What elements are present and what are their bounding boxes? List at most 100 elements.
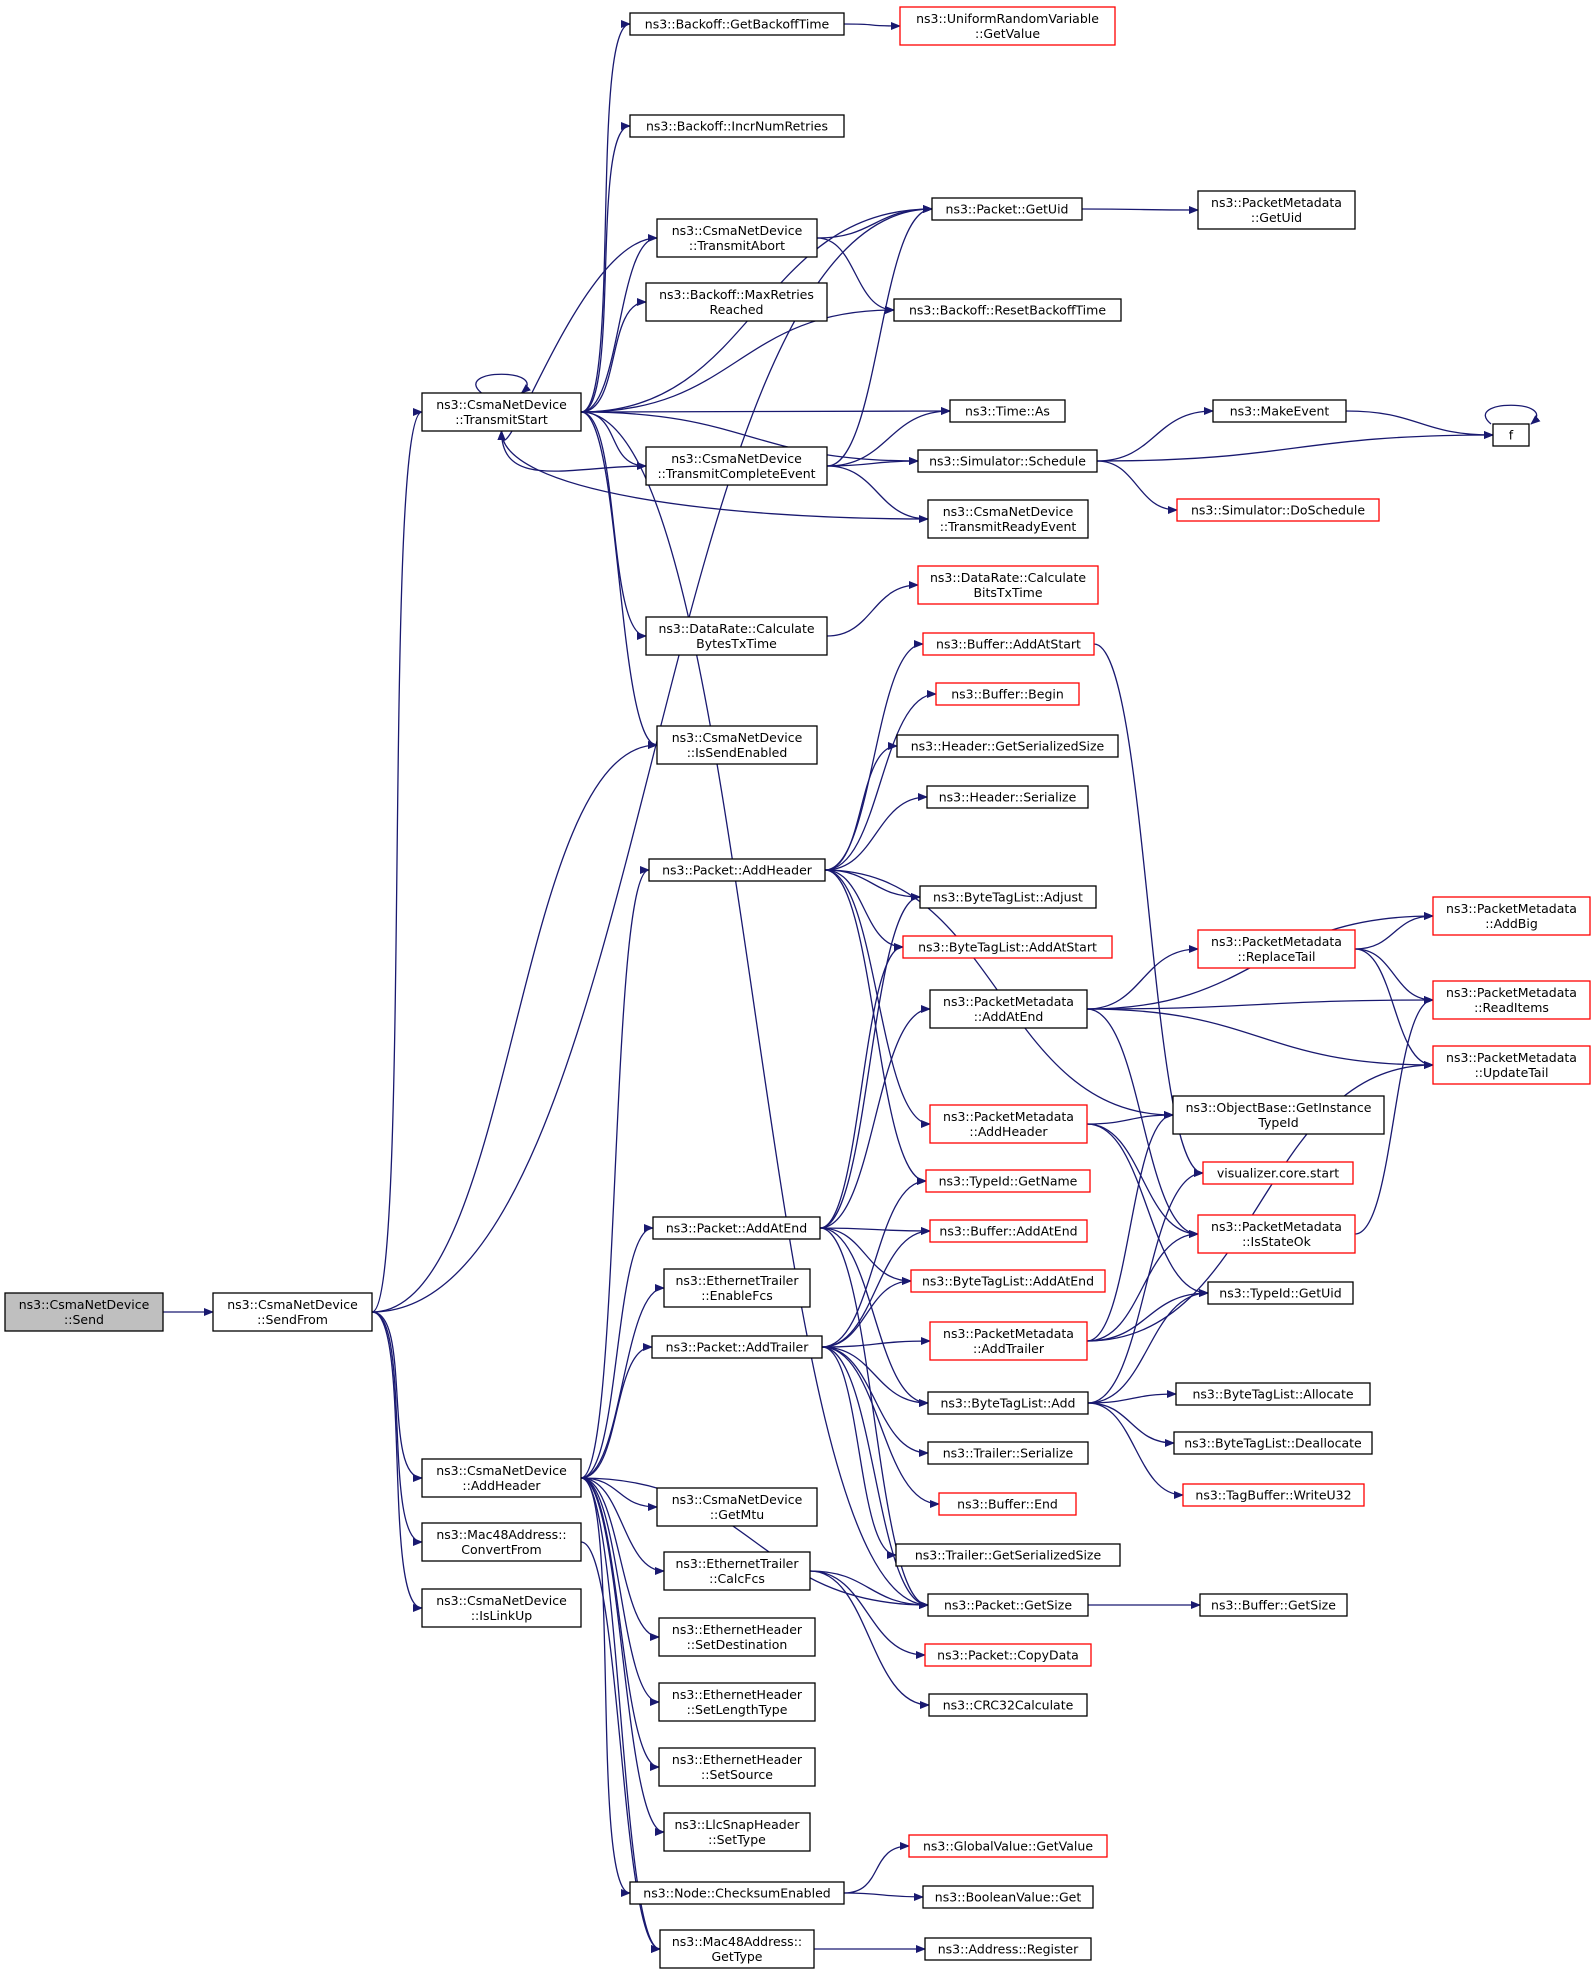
graph-node-bytetag_deallocate[interactable]: ns3::ByteTagList::Deallocate: [1173, 1431, 1373, 1455]
node-label: ns3::EthernetTrailer: [675, 1273, 799, 1288]
node-box: [929, 1104, 1088, 1144]
node-label: ns3::Packet::AddTrailer: [666, 1340, 810, 1355]
edge-metadata_replacetail-to-metadata_addbig: [1354, 912, 1434, 950]
edge-csma_addheader-to-packet_addheader: [580, 866, 650, 1479]
graph-node-metadata_isstateok[interactable]: ns3::PacketMetadata::IsStateOk: [1197, 1214, 1356, 1254]
graph-node-setsource[interactable]: ns3::EthernetHeader::SetSource: [658, 1747, 816, 1787]
graph-node-packet_copydata[interactable]: ns3::Packet::CopyData: [924, 1643, 1092, 1667]
graph-node-metadata_addatend[interactable]: ns3::PacketMetadata::AddAtEnd: [929, 989, 1088, 1029]
graph-node-mac48_convertfrom[interactable]: ns3::Mac48Address::ConvertFrom: [421, 1522, 582, 1562]
edge-metadata_addatend-to-metadata_isstateok: [1086, 1008, 1199, 1238]
node-box: [1212, 399, 1347, 423]
node-label: ns3::CsmaNetDevice: [227, 1297, 358, 1312]
graph-node-buffer_begin[interactable]: ns3::Buffer::Begin: [935, 682, 1080, 706]
graph-node-transmitabort[interactable]: ns3::CsmaNetDevice::TransmitAbort: [656, 218, 818, 258]
graph-node-buffer_end[interactable]: ns3::Buffer::End: [938, 1492, 1077, 1516]
graph-node-bytetag_adjust[interactable]: ns3::ByteTagList::Adjust: [919, 885, 1097, 909]
graph-node-typeid_getuid[interactable]: ns3::TypeId::GetUid: [1207, 1281, 1354, 1305]
graph-node-setlengthtype[interactable]: ns3::EthernetHeader::SetLengthType: [658, 1682, 816, 1722]
graph-node-trailer_getserializedsize[interactable]: ns3::Trailer::GetSerializedSize: [895, 1543, 1121, 1567]
node-label: ns3::CsmaNetDevice: [436, 1463, 567, 1478]
node-label: TypeId: [1257, 1115, 1298, 1130]
node-box: [927, 499, 1089, 539]
graph-node-llcsettype[interactable]: ns3::LlcSnapHeader::SetType: [663, 1812, 811, 1852]
graph-node-packet_addheader[interactable]: ns3::Packet::AddHeader: [648, 858, 826, 882]
edge-metadata_addatend-to-metadata_updatetail: [1086, 1008, 1434, 1069]
node-label: ns3::Simulator::DoSchedule: [1191, 503, 1365, 518]
node-box: [629, 12, 845, 36]
graph-node-checksumenabled[interactable]: ns3::Node::ChecksumEnabled: [629, 1881, 845, 1905]
node-label: ::GetValue: [975, 26, 1040, 41]
graph-node-transmitstart[interactable]: ns3::CsmaNetDevice::TransmitStart: [421, 392, 582, 432]
edge-transmitstart-to-maxretries: [580, 298, 647, 413]
graph-node-f[interactable]: f: [1492, 423, 1530, 447]
graph-node-buffer_addatend[interactable]: ns3::Buffer::AddAtEnd: [929, 1219, 1088, 1243]
graph-node-metadata_updatetail[interactable]: ns3::PacketMetadata::UpdateTail: [1432, 1045, 1591, 1085]
graph-node-globalvalue_getvalue[interactable]: ns3::GlobalValue::GetValue: [908, 1834, 1108, 1858]
graph-node-schedule[interactable]: ns3::Simulator::Schedule: [917, 449, 1098, 473]
graph-node-enablefcs[interactable]: ns3::EthernetTrailer::EnableFcs: [663, 1268, 811, 1308]
graph-node-bytetag_add[interactable]: ns3::ByteTagList::Add: [927, 1391, 1089, 1415]
graph-node-csma_addheader[interactable]: ns3::CsmaNetDevice::AddHeader: [421, 1458, 582, 1498]
graph-node-packet_addtrailer[interactable]: ns3::Packet::AddTrailer: [651, 1335, 823, 1359]
graph-node-calcfcs[interactable]: ns3::EthernetTrailer::CalcFcs: [663, 1551, 811, 1591]
graph-node-metadata_addheader[interactable]: ns3::PacketMetadata::AddHeader: [929, 1104, 1088, 1144]
node-label: ns3::DataRate::Calculate: [930, 570, 1086, 585]
graph-node-resetbackofftime[interactable]: ns3::Backoff::ResetBackoffTime: [893, 298, 1122, 322]
graph-node-metadata_readitems[interactable]: ns3::PacketMetadata::ReadItems: [1432, 980, 1591, 1020]
graph-node-buffer_getsize[interactable]: ns3::Buffer::GetSize: [1199, 1593, 1348, 1617]
graph-node-metadata_addbig[interactable]: ns3::PacketMetadata::AddBig: [1432, 896, 1591, 936]
node-box: [908, 1834, 1108, 1858]
node-box: [648, 858, 826, 882]
graph-node-sendfrom[interactable]: ns3::CsmaNetDevice::SendFrom: [212, 1292, 373, 1332]
graph-node-tagbuffer_writeu32[interactable]: ns3::TagBuffer::WriteU32: [1182, 1483, 1365, 1507]
edge-layer: [163, 20, 1541, 1953]
graph-node-mac48_gettype[interactable]: ns3::Mac48Address::GetType: [659, 1929, 815, 1969]
graph-node-uniform_getvalue[interactable]: ns3::UniformRandomVariable::GetValue: [899, 6, 1116, 46]
graph-node-makeevent[interactable]: ns3::MakeEvent: [1212, 399, 1347, 423]
graph-node-booleanvalue_get[interactable]: ns3::BooleanValue::Get: [922, 1885, 1094, 1909]
graph-node-typeid_getname[interactable]: ns3::TypeId::GetName: [925, 1169, 1091, 1193]
graph-node-transmitcomplete[interactable]: ns3::CsmaNetDevice::TransmitCompleteEven…: [645, 446, 828, 486]
graph-node-crc32[interactable]: ns3::CRC32Calculate: [928, 1693, 1088, 1717]
graph-node-issendenabled[interactable]: ns3::CsmaNetDevice::IsSendEnabled: [656, 725, 818, 765]
node-label: ns3::TypeId::GetUid: [1219, 1286, 1341, 1301]
graph-node-trailer_serialize[interactable]: ns3::Trailer::Serialize: [927, 1441, 1089, 1465]
graph-node-time_as[interactable]: ns3::Time::As: [949, 399, 1066, 423]
node-label: ns3::CsmaNetDevice: [671, 451, 802, 466]
graph-node-visualizer_start[interactable]: visualizer.core.start: [1202, 1161, 1354, 1185]
graph-node-metadata_addtrailer[interactable]: ns3::PacketMetadata::AddTrailer: [929, 1321, 1088, 1361]
graph-node-getbackofftime[interactable]: ns3::Backoff::GetBackoffTime: [629, 12, 845, 36]
edge-transmitcomplete-to-schedule: [826, 457, 919, 467]
graph-node-bytetag_addatend[interactable]: ns3::ByteTagList::AddAtEnd: [910, 1269, 1106, 1293]
node-label: ::TransmitCompleteEvent: [657, 466, 815, 481]
node-label: ns3::ObjectBase::GetInstance: [1186, 1100, 1372, 1115]
graph-node-transmitready[interactable]: ns3::CsmaNetDevice::TransmitReadyEvent: [927, 499, 1089, 539]
edge-csma_addheader-to-packet_addtrailer: [580, 1343, 653, 1479]
graph-node-bytetag_allocate[interactable]: ns3::ByteTagList::Allocate: [1175, 1382, 1371, 1406]
graph-node-metadata_getuid[interactable]: ns3::PacketMetadata::GetUid: [1197, 190, 1356, 230]
graph-node-header_getserializedsize[interactable]: ns3::Header::GetSerializedSize: [896, 734, 1119, 758]
graph-node-address_register[interactable]: ns3::Address::Register: [924, 1937, 1092, 1961]
graph-node-getmtu[interactable]: ns3::CsmaNetDevice::GetMtu: [656, 1487, 818, 1527]
graph-node-packet_getuid[interactable]: ns3::Packet::GetUid: [931, 197, 1083, 221]
graph-node-buffer_addatstart[interactable]: ns3::Buffer::AddAtStart: [922, 632, 1095, 656]
graph-node-incrnumretries[interactable]: ns3::Backoff::IncrNumRetries: [629, 114, 845, 138]
node-label: ns3::Trailer::Serialize: [943, 1446, 1074, 1461]
node-label: ::AddTrailer: [973, 1341, 1045, 1356]
graph-node-metadata_replacetail[interactable]: ns3::PacketMetadata::ReplaceTail: [1197, 929, 1356, 969]
edge-transmitstart-to-resetbackofftime: [580, 306, 895, 413]
graph-node-bytetag_addatstart[interactable]: ns3::ByteTagList::AddAtStart: [902, 935, 1113, 959]
graph-node-packet_getsize[interactable]: ns3::Packet::GetSize: [927, 1593, 1089, 1617]
graph-node-islinkup[interactable]: ns3::CsmaNetDevice::IsLinkUp: [421, 1588, 582, 1628]
graph-node-doschedule[interactable]: ns3::Simulator::DoSchedule: [1176, 498, 1380, 522]
edge-csma_addheader-to-mac48_gettype: [580, 1477, 661, 1953]
graph-node-packet_addatend[interactable]: ns3::Packet::AddAtEnd: [652, 1216, 821, 1240]
graph-node-setdestination[interactable]: ns3::EthernetHeader::SetDestination: [658, 1617, 816, 1657]
graph-node-header_serialize[interactable]: ns3::Header::Serialize: [926, 785, 1089, 809]
node-label: ns3::Simulator::Schedule: [929, 454, 1086, 469]
